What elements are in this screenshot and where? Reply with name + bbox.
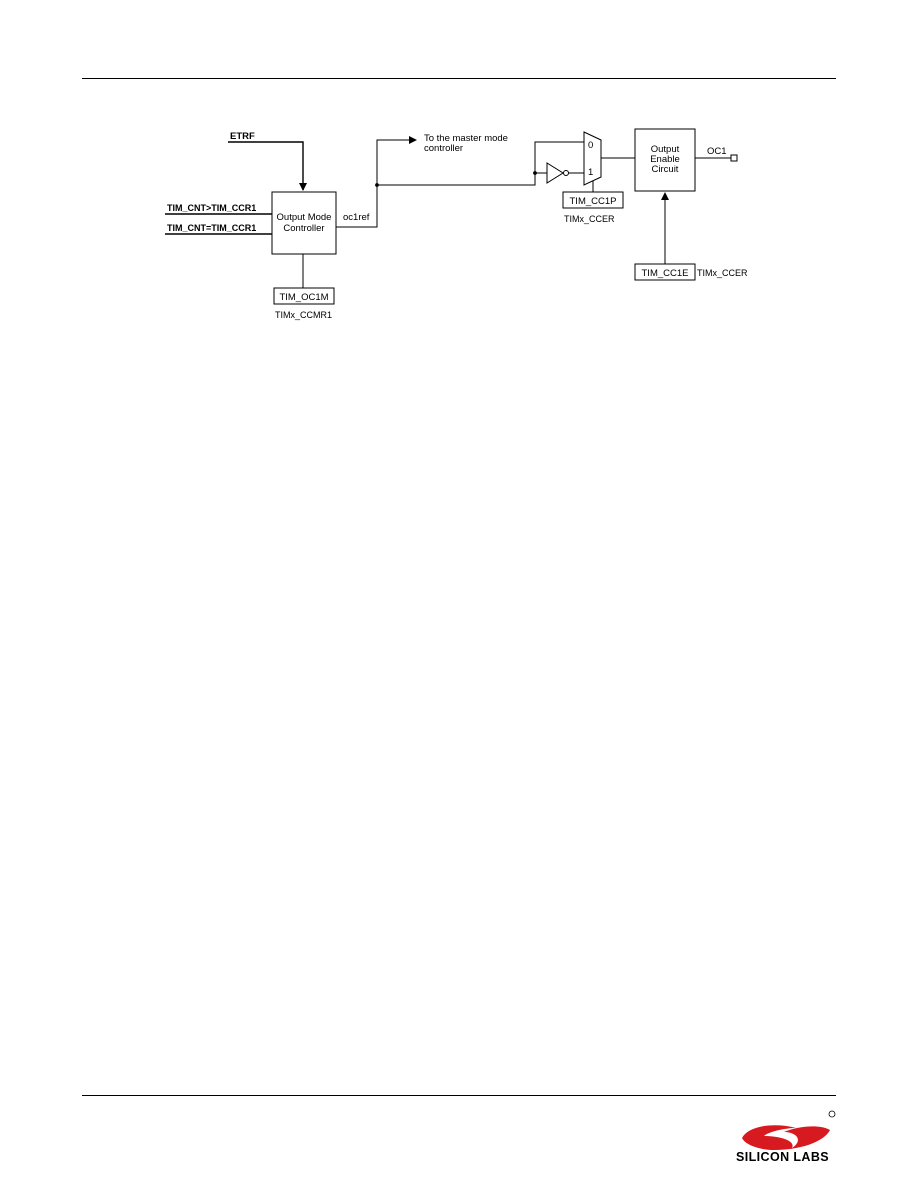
cc1e-field-box <box>634 263 696 281</box>
output-mode-controller-line1: Output Mode <box>277 212 332 223</box>
master-mode-arrow <box>409 136 417 144</box>
oc1ref-label: oc1ref <box>343 212 370 223</box>
output-mode-controller-block <box>271 191 337 255</box>
output-enable-circuit-block <box>634 128 696 192</box>
cc1e-field-label: TIM_CC1E <box>642 268 689 279</box>
polarity-mux <box>583 131 602 186</box>
oc1m-register-label: TIMx_CCMR1 <box>275 310 332 320</box>
mux-input-0-wire <box>534 141 584 173</box>
master-mode-line1: To the master mode <box>424 133 508 144</box>
oc1-pin <box>730 154 738 162</box>
cnt-gt-ccr1-label: TIM_CNT>TIM_CCR1 <box>167 203 256 213</box>
oc1-label: OC1 <box>707 146 727 157</box>
oc1ref-bus <box>377 173 536 186</box>
etrf-wire <box>228 141 307 191</box>
oc1m-field-label: TIM_OC1M <box>279 292 328 303</box>
footer-rule <box>82 1095 836 1096</box>
cc1p-register-label: TIMx_CCER <box>564 214 615 224</box>
mux-input-0-label: 0 <box>588 140 593 151</box>
cnt-eq-ccr1-label: TIM_CNT=TIM_CCR1 <box>167 223 256 233</box>
inverter-bubble <box>563 170 569 176</box>
silicon-labs-logo-icon <box>742 1110 836 1150</box>
output-mode-controller-line2: Controller <box>283 223 324 234</box>
master-mode-line2: controller <box>424 143 463 154</box>
output-enable-line1: Output <box>651 144 680 155</box>
cc1p-field-label: TIM_CC1P <box>570 196 617 207</box>
header-rule <box>82 78 836 79</box>
output-stage-diagram: ETRF TIM_CNT>TIM_CCR1 TIM_CNT=TIM_CCR1 O… <box>165 128 748 320</box>
oc1m-field-box <box>273 287 335 305</box>
cc1e-arrow <box>661 192 669 200</box>
inverter-triangle <box>546 162 564 184</box>
output-enable-line2: Enable <box>650 154 680 165</box>
oc1ref-junction <box>375 183 379 187</box>
silicon-labs-wordmark: SILICON LABS <box>736 1150 829 1164</box>
output-enable-line3: Circuit <box>652 164 679 175</box>
cc1p-field-box <box>562 191 624 209</box>
cc1e-register-label: TIMx_CCER <box>697 268 748 278</box>
mux-input-1-label: 1 <box>588 167 593 178</box>
etrf-label: ETRF <box>230 131 255 142</box>
